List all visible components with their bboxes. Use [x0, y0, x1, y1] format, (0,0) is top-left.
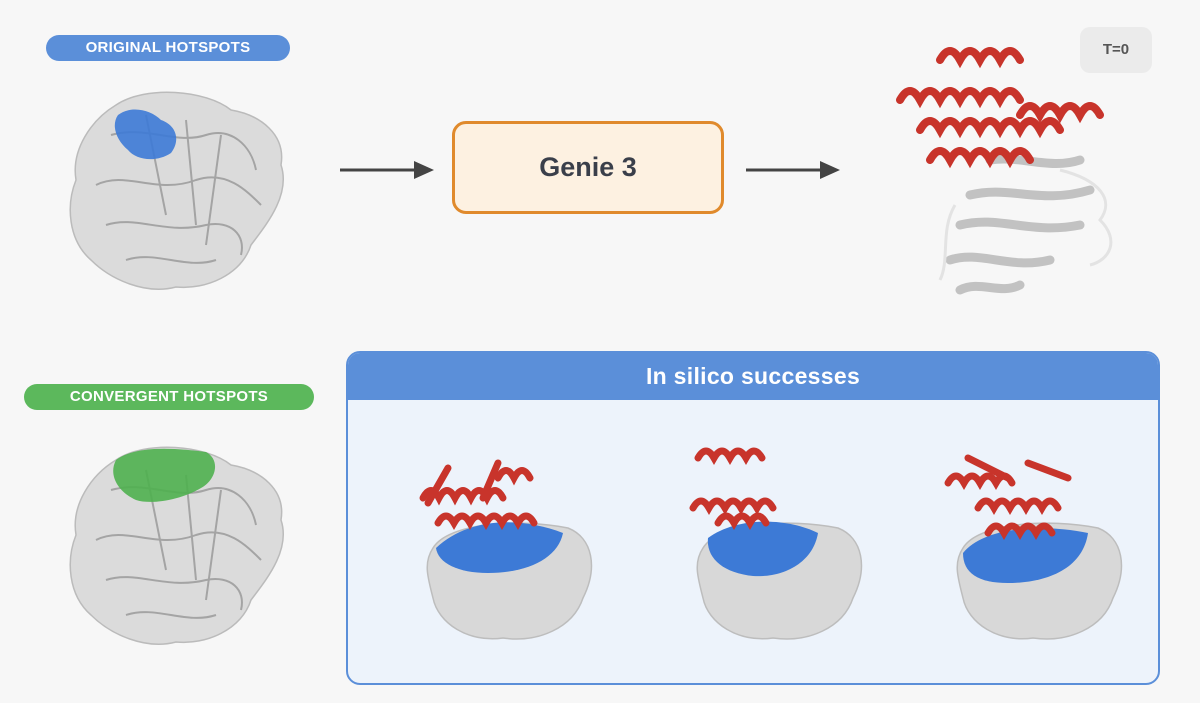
right-arrow-icon: [340, 161, 434, 179]
genie-model-label: Genie 3: [539, 152, 637, 182]
right-arrow-icon: [746, 161, 840, 179]
original-hotspot-patch: [114, 109, 177, 160]
timestep-badge: T=0: [1080, 27, 1152, 73]
convergent-hotspots-label: CONVERGENT HOTSPOTS: [24, 384, 314, 410]
original-hotspots-label: ORIGINAL HOTSPOTS: [46, 35, 290, 61]
success-complex-1: [419, 459, 593, 640]
convergent-target-protein: [69, 446, 284, 645]
genie-model-box: Genie 3: [452, 121, 724, 214]
success-complex-2: [689, 447, 863, 640]
designed-complex: [896, 47, 1113, 295]
success-complex-3: [944, 454, 1123, 640]
convergent-hotspot-patch: [113, 448, 216, 502]
in-silico-successes-panel: In silico successes: [346, 351, 1160, 685]
in-silico-successes-title: In silico successes: [348, 353, 1158, 400]
original-target-protein: [69, 91, 284, 290]
